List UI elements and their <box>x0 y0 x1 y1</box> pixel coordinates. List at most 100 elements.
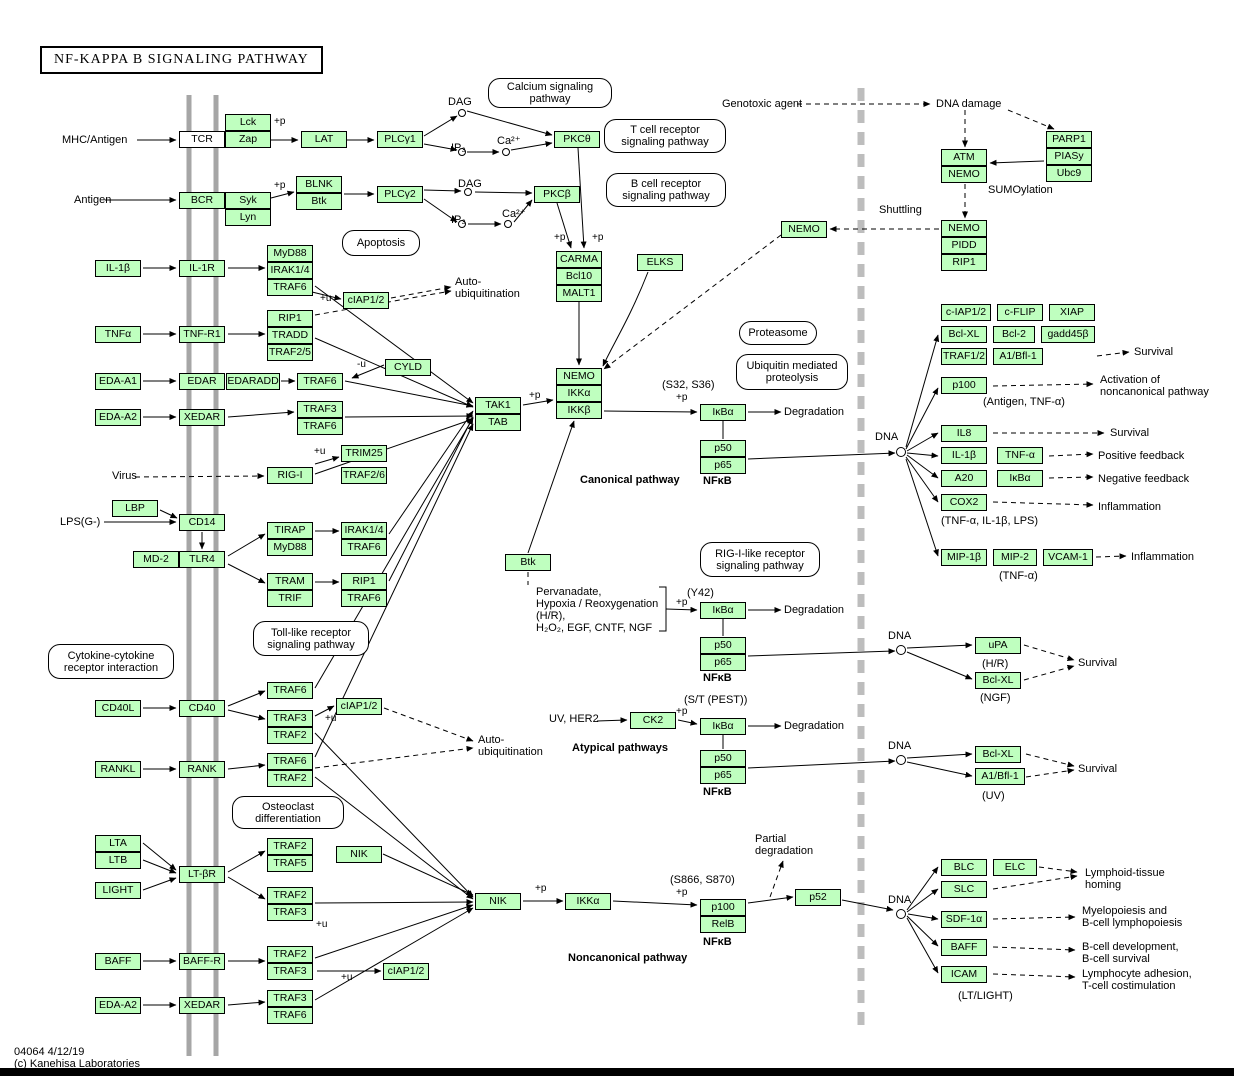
gene-traf2[interactable]: TRAF2 <box>267 727 313 744</box>
gene-blc[interactable]: BLC <box>941 859 987 876</box>
gene-lta[interactable]: LTA <box>95 835 141 852</box>
gene-piasy[interactable]: PIASy <box>1046 148 1092 165</box>
gene-elc[interactable]: ELC <box>993 859 1037 876</box>
gene-btk[interactable]: Btk <box>296 193 342 210</box>
gene-ltb[interactable]: LTB <box>95 852 141 869</box>
gene-irak1-4[interactable]: IRAK1/4 <box>341 522 387 539</box>
gene-ciap1-2[interactable]: cIAP1/2 <box>383 963 429 980</box>
gene-myd88[interactable]: MyD88 <box>267 539 313 556</box>
gene-cyld[interactable]: CYLD <box>385 359 431 376</box>
gene-p52[interactable]: p52 <box>795 889 841 906</box>
gene-traf3[interactable]: TRAF3 <box>267 904 313 921</box>
gene-rip1[interactable]: RIP1 <box>341 573 387 590</box>
pathway-box-proteasome[interactable]: Proteasome <box>739 321 817 345</box>
gene-rip1[interactable]: RIP1 <box>941 254 987 271</box>
gene-bcl10[interactable]: Bcl10 <box>556 268 602 285</box>
gene-light[interactable]: LIGHT <box>95 882 141 899</box>
gene-plc-1[interactable]: PLCγ1 <box>377 131 423 148</box>
gene-i-b[interactable]: IκBα <box>700 718 746 735</box>
gene-rankl[interactable]: RANKL <box>95 761 141 778</box>
gene-lbp[interactable]: LBP <box>112 500 158 517</box>
gene-a20[interactable]: A20 <box>941 470 987 487</box>
gene-a1-bfl-1[interactable]: A1/Bfl-1 <box>975 768 1025 785</box>
gene-xedar[interactable]: XEDAR <box>179 409 225 426</box>
gene-mip-1[interactable]: MIP-1β <box>941 549 987 566</box>
gene-tirap[interactable]: TIRAP <box>267 522 313 539</box>
gene-lck[interactable]: Lck <box>225 114 271 131</box>
gene-p65[interactable]: p65 <box>700 457 746 474</box>
gene-md-2[interactable]: MD-2 <box>133 551 179 568</box>
gene-nemo[interactable]: NEMO <box>941 166 987 183</box>
gene-plc-2[interactable]: PLCγ2 <box>377 186 423 203</box>
gene-bcr[interactable]: BCR <box>179 192 225 209</box>
gene-traf1-2[interactable]: TRAF1/2 <box>941 348 987 365</box>
gene-xedar[interactable]: XEDAR <box>179 997 225 1014</box>
pathway-box-cytokine-cytokine-receptor-interaction[interactable]: Cytokine-cytokine receptor interaction <box>48 644 174 679</box>
gene-upa[interactable]: uPA <box>975 637 1021 654</box>
gene-i-b[interactable]: IκBα <box>997 470 1043 487</box>
gene-bcl-xl[interactable]: Bcl-XL <box>941 326 987 343</box>
gene-zap[interactable]: Zap <box>225 131 271 148</box>
gene-pidd[interactable]: PIDD <box>941 237 987 254</box>
gene-p100[interactable]: p100 <box>700 899 746 916</box>
gene-traf6[interactable]: TRAF6 <box>267 753 313 770</box>
gene-eda-a1[interactable]: EDA-A1 <box>95 373 141 390</box>
pathway-box-calcium-signaling-pathway[interactable]: Calcium signaling pathway <box>488 78 612 108</box>
gene-traf3[interactable]: TRAF3 <box>267 990 313 1007</box>
gene-il-1[interactable]: IL-1β <box>941 447 987 464</box>
gene-slc[interactable]: SLC <box>941 881 987 898</box>
gene-baff-r[interactable]: BAFF-R <box>179 953 225 970</box>
gene-ikk[interactable]: IKKβ <box>556 402 602 419</box>
gene-p100[interactable]: p100 <box>941 377 987 394</box>
gene-il-1r[interactable]: IL-1R <box>179 260 225 277</box>
gene-traf2[interactable]: TRAF2 <box>267 887 313 904</box>
gene-irak1-4[interactable]: IRAK1/4 <box>267 262 313 279</box>
gene-a1-bfl-1[interactable]: A1/Bfl-1 <box>993 348 1043 365</box>
gene-ubc9[interactable]: Ubc9 <box>1046 165 1092 182</box>
gene-nemo[interactable]: NEMO <box>781 221 827 238</box>
gene-traf3[interactable]: TRAF3 <box>297 401 343 418</box>
gene-myd88[interactable]: MyD88 <box>267 245 313 262</box>
gene-ikk[interactable]: IKKα <box>556 385 602 402</box>
gene-lyn[interactable]: Lyn <box>225 209 271 226</box>
gene-rig-i[interactable]: RIG-I <box>267 467 313 484</box>
gene-traf3[interactable]: TRAF3 <box>267 710 313 727</box>
gene-tcr[interactable]: TCR <box>179 131 225 148</box>
gene-tlr4[interactable]: TLR4 <box>179 551 225 568</box>
gene-p65[interactable]: p65 <box>700 654 746 671</box>
gene-ciap1-2[interactable]: cIAP1/2 <box>336 698 382 715</box>
gene-nik[interactable]: NIK <box>475 893 521 910</box>
pathway-box-osteoclast-differentiation[interactable]: Osteoclast differentiation <box>232 796 344 829</box>
gene-lt-r[interactable]: LT-βR <box>179 866 225 883</box>
gene-traf6[interactable]: TRAF6 <box>267 682 313 699</box>
pathway-box-t-cell-receptor-signaling-pathway[interactable]: T cell receptor signaling pathway <box>604 119 726 153</box>
gene-nemo[interactable]: NEMO <box>941 220 987 237</box>
gene-trim25[interactable]: TRIM25 <box>341 445 387 462</box>
gene-eda-a2[interactable]: EDA-A2 <box>95 997 141 1014</box>
gene-nemo[interactable]: NEMO <box>556 368 602 385</box>
gene-baff[interactable]: BAFF <box>95 953 141 970</box>
gene-tak1[interactable]: TAK1 <box>475 397 521 414</box>
gene-edaradd[interactable]: EDARADD <box>226 373 280 390</box>
gene-p65[interactable]: p65 <box>700 767 746 784</box>
gene-tnf[interactable]: TNF-α <box>997 447 1043 464</box>
gene-cox2[interactable]: COX2 <box>941 494 987 511</box>
gene-traf2[interactable]: TRAF2 <box>267 770 313 787</box>
gene-atm[interactable]: ATM <box>941 149 987 166</box>
gene-traf2[interactable]: TRAF2 <box>267 946 313 963</box>
gene-pkc[interactable]: PKCθ <box>554 131 600 148</box>
gene-lat[interactable]: LAT <box>301 131 347 148</box>
gene-il-1[interactable]: IL-1β <box>95 260 141 277</box>
gene-sdf-1[interactable]: SDF-1α <box>941 911 987 928</box>
gene-ciap1-2[interactable]: cIAP1/2 <box>343 292 389 309</box>
gene-icam[interactable]: ICAM <box>941 966 987 983</box>
gene-cd40l[interactable]: CD40L <box>95 700 141 717</box>
gene-rank[interactable]: RANK <box>179 761 225 778</box>
gene-traf2-5[interactable]: TRAF2/5 <box>267 344 313 361</box>
gene-traf6[interactable]: TRAF6 <box>267 1007 313 1024</box>
gene-traf6[interactable]: TRAF6 <box>267 279 313 296</box>
gene-tab[interactable]: TAB <box>475 414 521 431</box>
gene-i-b[interactable]: IκBα <box>700 404 746 421</box>
gene-nik[interactable]: NIK <box>336 846 382 863</box>
pathway-box-b-cell-receptor-signaling-pathway[interactable]: B cell receptor signaling pathway <box>606 173 726 207</box>
